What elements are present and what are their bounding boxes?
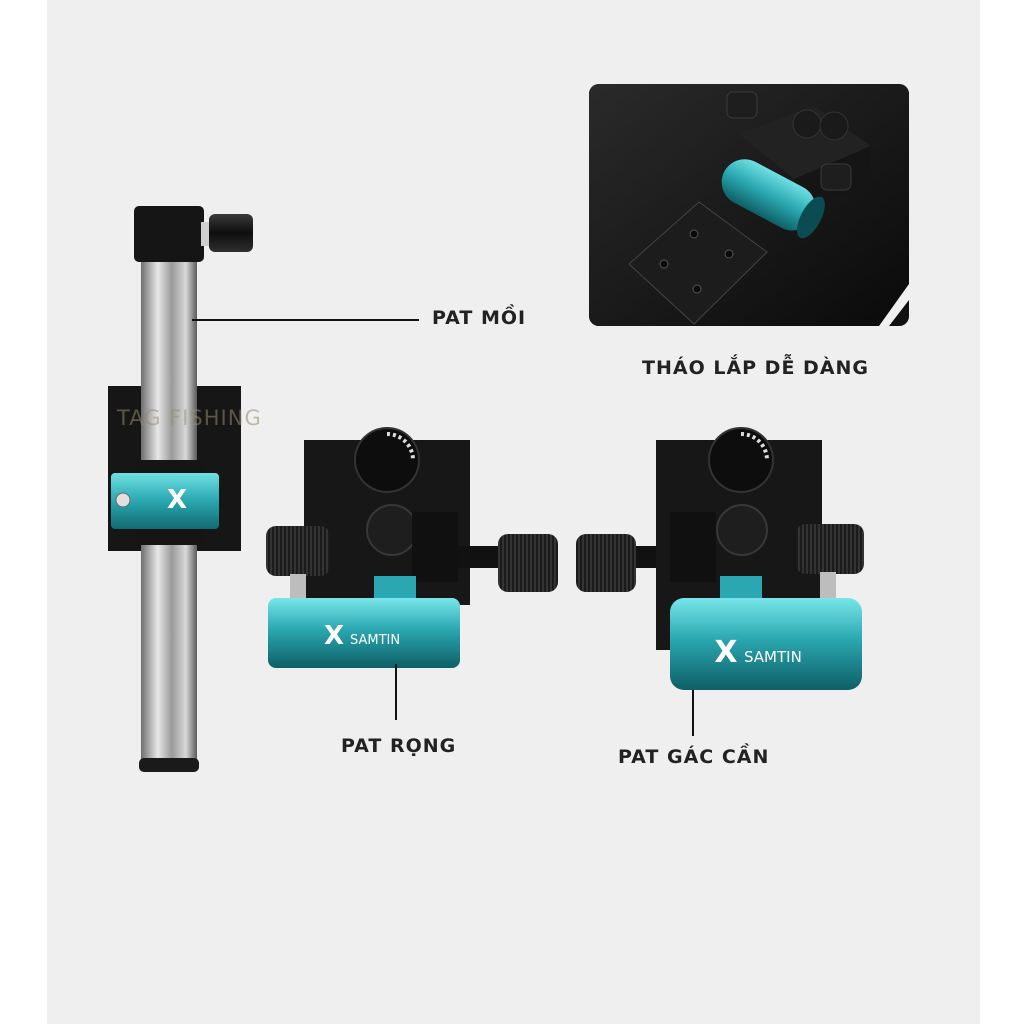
label-pat-moi: PAT MỒI — [432, 307, 527, 329]
svg-text:X: X — [324, 621, 344, 651]
svg-text:X: X — [714, 635, 737, 670]
logo-text-left: SAMTIN — [350, 633, 400, 648]
label-pat-rong: PAT RỌNG — [341, 735, 457, 757]
keepnet-holder-product: X SAMTIN — [262, 426, 572, 676]
leader-line-pat-gac-can — [692, 690, 694, 736]
logo-text-right: SAMTIN — [744, 648, 802, 666]
rod-rest-product: X SAMTIN — [574, 426, 874, 696]
watermark-text: TAG FISHING — [117, 406, 262, 430]
assembly-inset-photo — [589, 84, 909, 326]
label-thao-lap: THÁO LẮP DỄ DÀNG — [642, 357, 870, 379]
label-pat-gac-can: PAT GÁC CẦN — [618, 746, 770, 768]
svg-text:X: X — [167, 485, 187, 515]
leader-line-pat-moi — [192, 319, 419, 321]
leader-line-pat-rong — [395, 664, 397, 720]
bait-holder-product: X — [105, 200, 265, 780]
